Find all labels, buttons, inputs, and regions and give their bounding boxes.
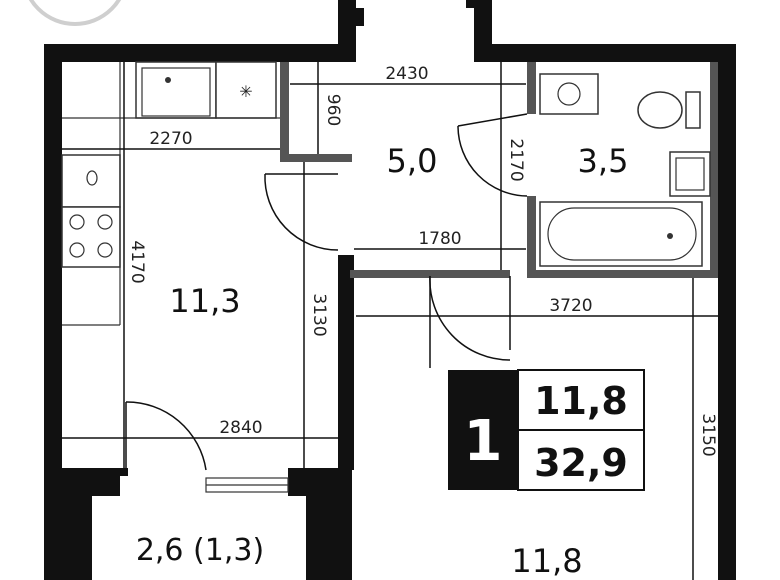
washbasin bbox=[669, 151, 711, 197]
dimension-lines bbox=[62, 62, 718, 580]
dim-living-height: 3150 bbox=[698, 413, 718, 456]
toilet bbox=[637, 91, 701, 129]
living-area-value: 11,8 bbox=[534, 379, 628, 423]
dim-hall-depth: 960 bbox=[323, 94, 343, 126]
dim-hall-width: 2430 bbox=[385, 64, 428, 84]
bathtub bbox=[539, 201, 703, 267]
stove bbox=[69, 214, 113, 258]
kitchen-sink bbox=[135, 61, 217, 119]
partitions bbox=[280, 62, 718, 278]
dim-corridor-width: 1780 bbox=[418, 229, 461, 249]
dishwasher: ✳ bbox=[215, 61, 277, 119]
dim-kitchen-width: 2840 bbox=[219, 418, 262, 438]
outer-walls bbox=[44, 0, 736, 580]
total-area-value: 32,9 bbox=[534, 441, 628, 485]
dim-kitchen-counter: 2270 bbox=[149, 129, 192, 149]
summary-badge bbox=[448, 369, 645, 491]
room-kitchen-area: 11,3 bbox=[169, 282, 240, 320]
doors bbox=[125, 113, 528, 493]
logo-circle bbox=[28, 0, 122, 26]
washing-machine bbox=[539, 73, 599, 115]
kitchen-counter bbox=[61, 62, 280, 326]
dim-kitchen-length: 4170 bbox=[127, 240, 147, 283]
dim-bath-depth: 2170 bbox=[506, 138, 526, 181]
room-balcony-area: 2,6 (1,3) bbox=[136, 533, 264, 568]
room-bathroom-area: 3,5 bbox=[578, 142, 629, 180]
room-hall-area: 5,0 bbox=[387, 142, 438, 180]
dim-living-width: 3720 bbox=[549, 296, 592, 316]
rooms-count: 1 bbox=[464, 409, 503, 474]
svg-text:✳: ✳ bbox=[239, 82, 252, 101]
room-living-area: 11,8 bbox=[511, 542, 582, 580]
dim-kitchen-height: 3130 bbox=[309, 293, 329, 336]
